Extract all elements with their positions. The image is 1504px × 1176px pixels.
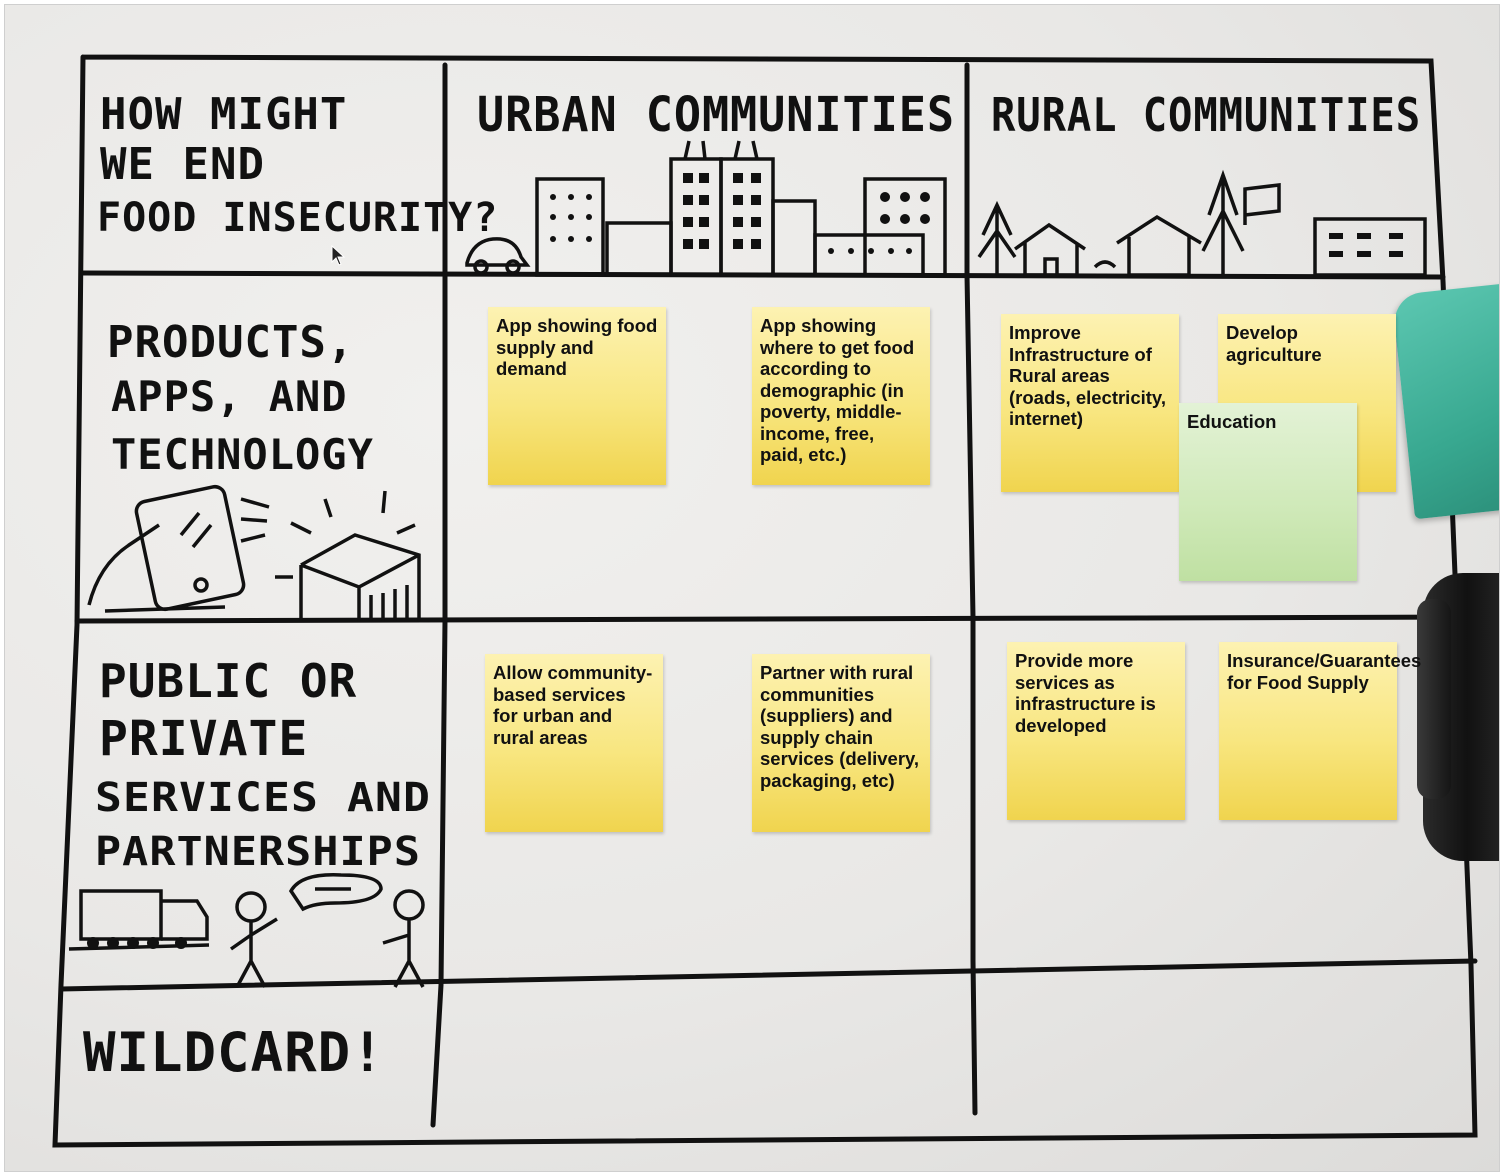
row-2-line-4: PARTNERSHIPS <box>95 829 421 875</box>
grid-lines <box>52 54 1478 1148</box>
sticky-note[interactable]: App showing food supply and demand <box>488 307 666 485</box>
sticky-note[interactable]: App showing where to get food according … <box>752 307 930 485</box>
row-label-wildcard: WILDCARD! <box>83 1021 385 1084</box>
rural-village-icon <box>977 169 1427 277</box>
sticky-note[interactable]: Insurance/Guarantees for Food Supply <box>1219 642 1421 820</box>
row-label-services: PUBLIC OR PRIVATE SERVICES AND PARTNERSH… <box>95 654 431 875</box>
row-1-line-2: APPS, AND <box>111 372 348 421</box>
phone-in-hand-icon <box>87 484 270 613</box>
photo-background: HOW MIGHT WE END FOOD INSECURITY? URBAN … <box>4 4 1500 1172</box>
sticky-note[interactable]: Provide more services as infrastructure … <box>1007 642 1185 820</box>
row-1-line-1: PRODUCTS, <box>107 317 354 368</box>
question-line-2: WE END <box>100 139 265 190</box>
city-windows <box>550 173 930 254</box>
sticky-note-green[interactable]: Education <box>1179 403 1357 581</box>
row-label-products: PRODUCTS, APPS, AND TECHNOLOGY <box>107 317 374 479</box>
sticky-note[interactable]: Improve Infrastructure of Rural areas (r… <box>1001 314 1179 492</box>
question-line-1: HOW MIGHT <box>100 89 347 140</box>
column-header-rural: RURAL COMMUNITIES <box>991 88 1421 142</box>
package-icon <box>275 490 421 621</box>
people-talking-icon <box>229 873 425 988</box>
question-heading: HOW MIGHT WE END FOOD INSECURITY? <box>97 89 498 241</box>
sticky-note[interactable]: Allow community-based services for urban… <box>485 654 663 832</box>
sticky-note[interactable]: Partner with rural communities (supplier… <box>752 654 930 832</box>
marker-clip <box>1417 599 1451 799</box>
row-2-line-1: PUBLIC OR <box>99 654 357 708</box>
row-1-line-3: TECHNOLOGY <box>111 430 374 479</box>
mouse-cursor-icon <box>331 245 346 266</box>
row-2-line-3: SERVICES AND <box>95 775 431 821</box>
city-skyline-icon <box>465 140 947 277</box>
column-header-urban: URBAN COMMUNITIES <box>477 87 955 143</box>
rural-windows <box>1329 233 1403 257</box>
question-line-3: FOOD INSECURITY? <box>97 195 498 241</box>
paper-board: HOW MIGHT WE END FOOD INSECURITY? URBAN … <box>52 54 1478 1148</box>
row-2-line-2: PRIVATE <box>99 711 308 767</box>
truck-wheels <box>87 937 187 949</box>
